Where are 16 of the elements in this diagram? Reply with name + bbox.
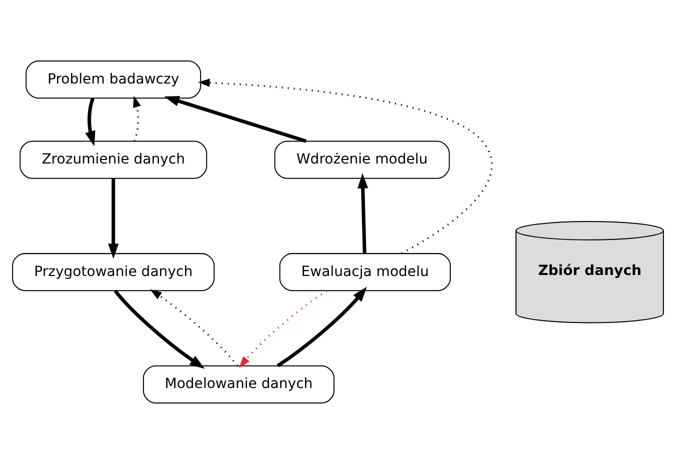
node-box: Przygotowanie danych bbox=[12, 253, 215, 292]
node-box: Ewaluacja modelu bbox=[279, 253, 451, 292]
arrow bbox=[276, 286, 367, 368]
arrow bbox=[164, 96, 307, 143]
node-box: Zrozumienie danych bbox=[20, 140, 208, 179]
node-box: Modelowanie danych bbox=[142, 365, 334, 404]
arrow bbox=[108, 178, 119, 259]
arrow bbox=[358, 173, 368, 254]
arrow bbox=[133, 96, 141, 142]
arrow bbox=[114, 290, 205, 369]
arrow bbox=[150, 289, 238, 366]
arrow bbox=[198, 78, 492, 254]
arrow bbox=[85, 98, 96, 146]
node-box: Problem badawczy bbox=[26, 60, 202, 99]
node-box: Wdrożenie modelu bbox=[274, 140, 450, 179]
arrow bbox=[239, 290, 328, 368]
